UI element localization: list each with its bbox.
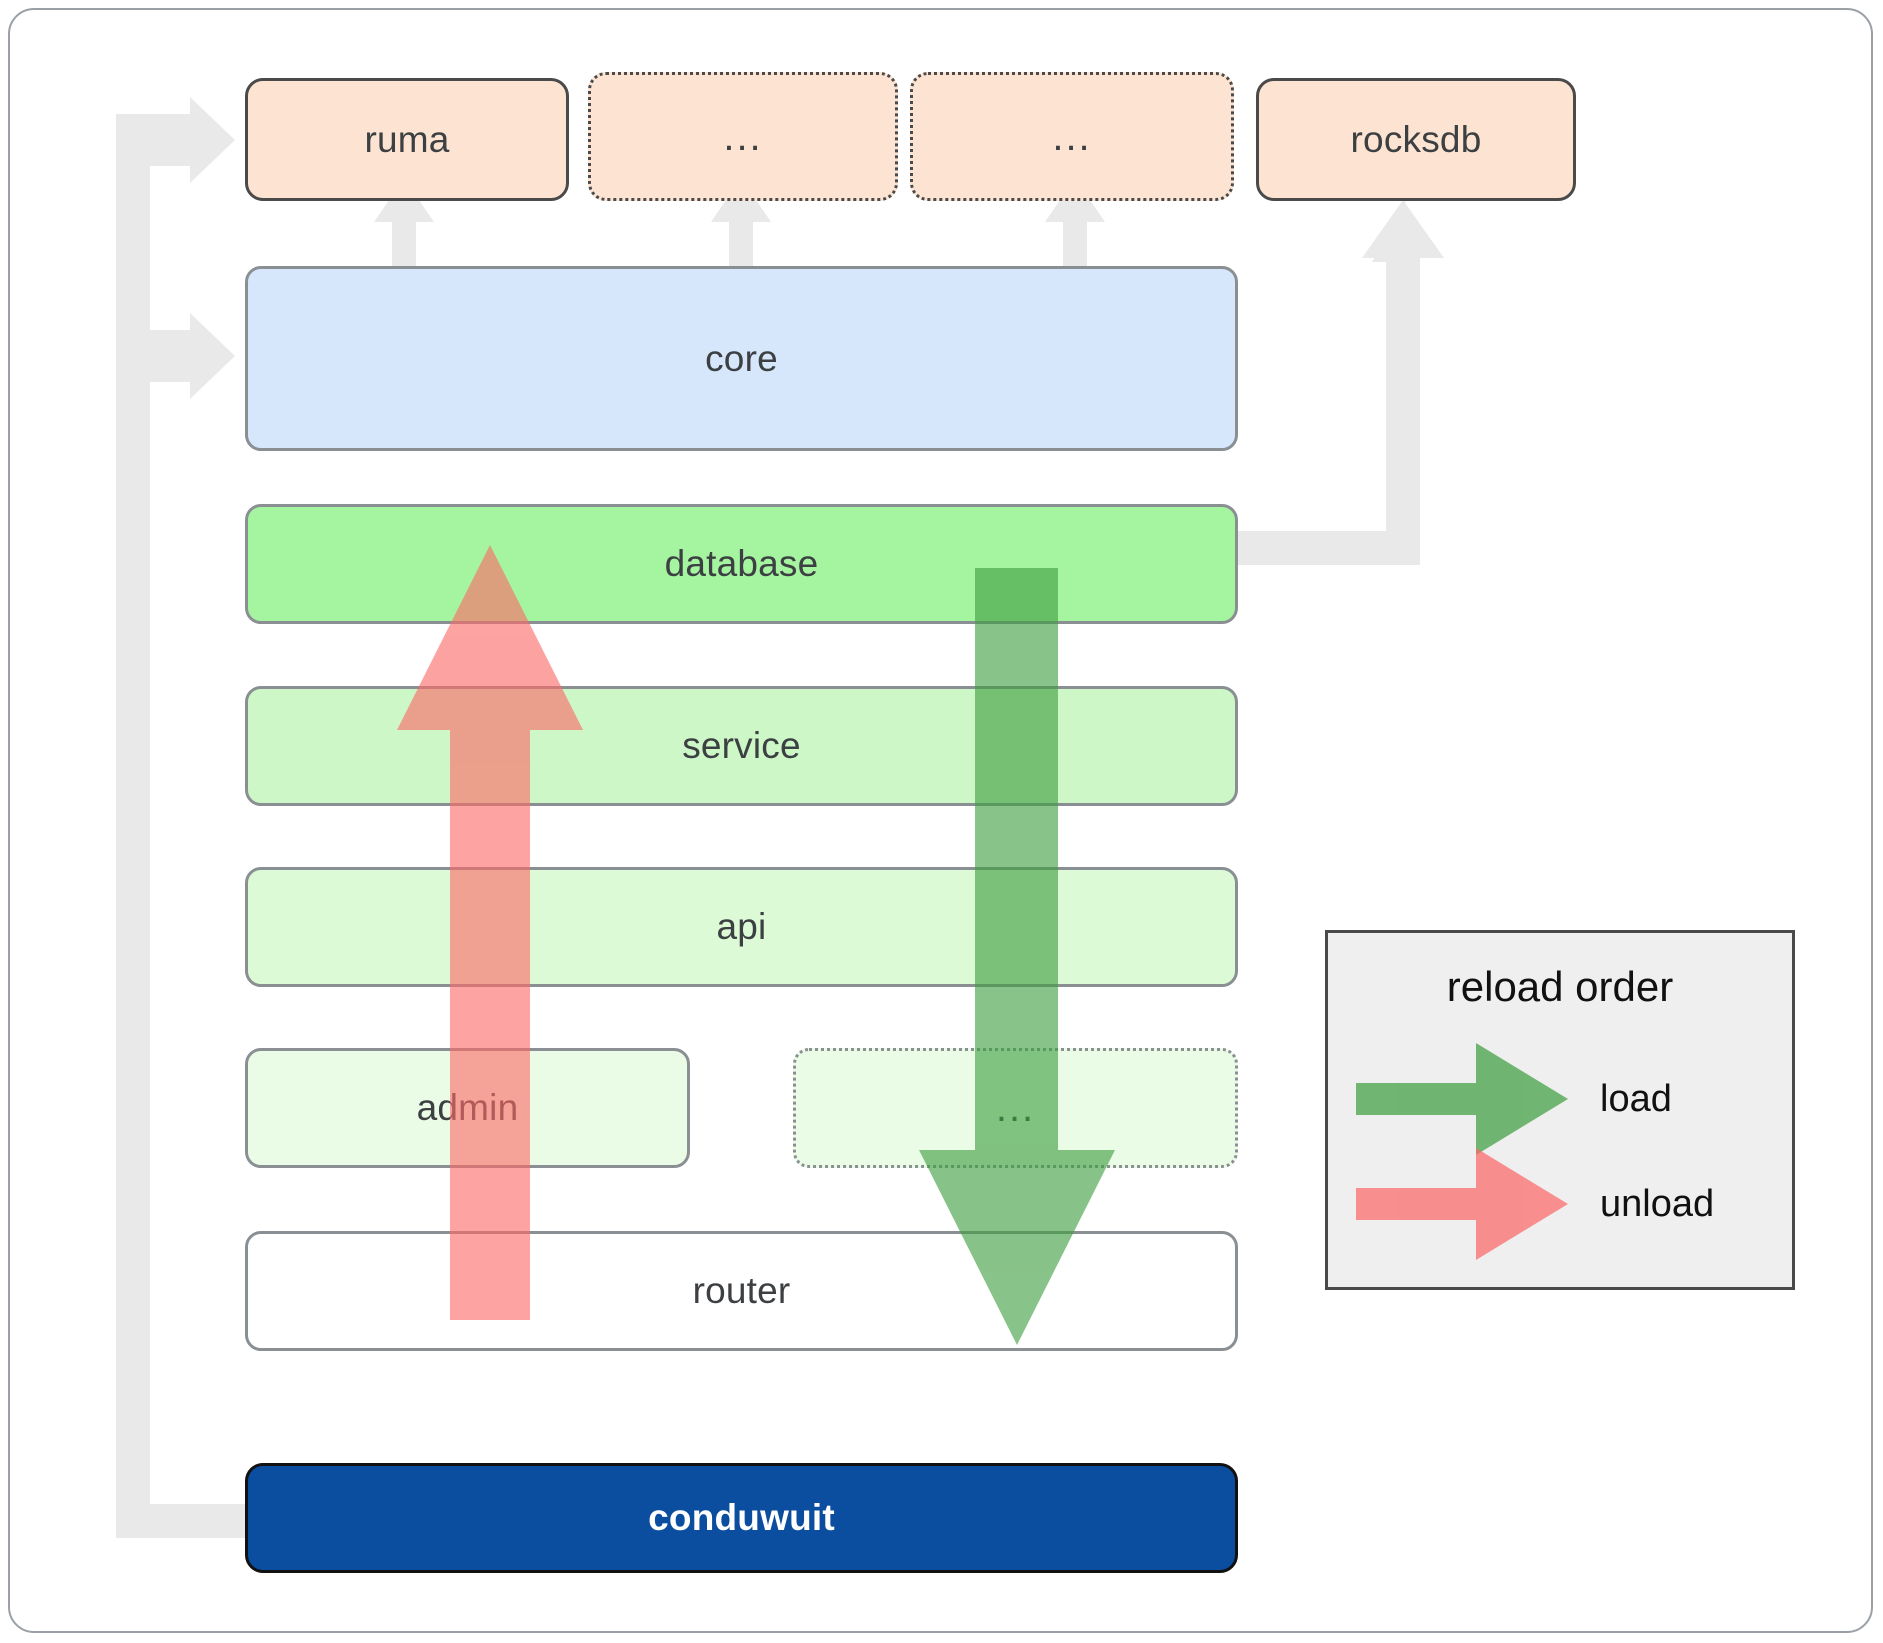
- dependency-box-ruma[interactable]: ruma: [245, 78, 569, 201]
- application-box-conduwuit[interactable]: conduwuit: [245, 1463, 1238, 1573]
- layer-box-api[interactable]: api: [245, 867, 1238, 987]
- dependency-label-ellipsis-1: ...: [723, 114, 763, 159]
- layer-label-router: router: [692, 1270, 791, 1311]
- dependency-label-ellipsis-2: ...: [1052, 114, 1092, 159]
- dependency-box-rocksdb[interactable]: rocksdb: [1256, 78, 1576, 201]
- diagram-frame: [8, 8, 1873, 1633]
- legend-panel: reload order load unload: [1325, 930, 1795, 1290]
- layer-box-database[interactable]: database: [245, 504, 1238, 624]
- legend-label-load: load: [1600, 1078, 1672, 1120]
- dependency-box-ellipsis-2[interactable]: ...: [910, 72, 1234, 201]
- legend-title: reload order: [1446, 963, 1674, 1010]
- layer-box-admin[interactable]: admin: [245, 1048, 690, 1168]
- legend-load-arrow-icon: [1356, 1043, 1568, 1155]
- layer-label-api: api: [716, 906, 767, 947]
- layer-label-database: database: [664, 543, 819, 584]
- layer-label-service: service: [682, 725, 801, 766]
- layer-label-admin: admin: [416, 1087, 519, 1128]
- dependency-label-ruma: ruma: [364, 118, 450, 160]
- layer-label-core: core: [705, 337, 778, 379]
- dependency-label-rocksdb: rocksdb: [1350, 118, 1482, 160]
- layer-box-core[interactable]: core: [245, 266, 1238, 451]
- dependency-box-ellipsis-1[interactable]: ...: [588, 72, 898, 201]
- layer-box-service[interactable]: service: [245, 686, 1238, 806]
- application-label-conduwuit: conduwuit: [648, 1497, 835, 1538]
- layer-box-router[interactable]: router: [245, 1231, 1238, 1351]
- layer-label-ellipsis: ...: [995, 1086, 1036, 1130]
- legend-label-unload: unload: [1600, 1183, 1715, 1225]
- layer-box-ellipsis[interactable]: ...: [793, 1048, 1238, 1168]
- legend-unload-arrow-icon: [1356, 1148, 1568, 1260]
- legend-arrows: [1356, 1043, 1568, 1260]
